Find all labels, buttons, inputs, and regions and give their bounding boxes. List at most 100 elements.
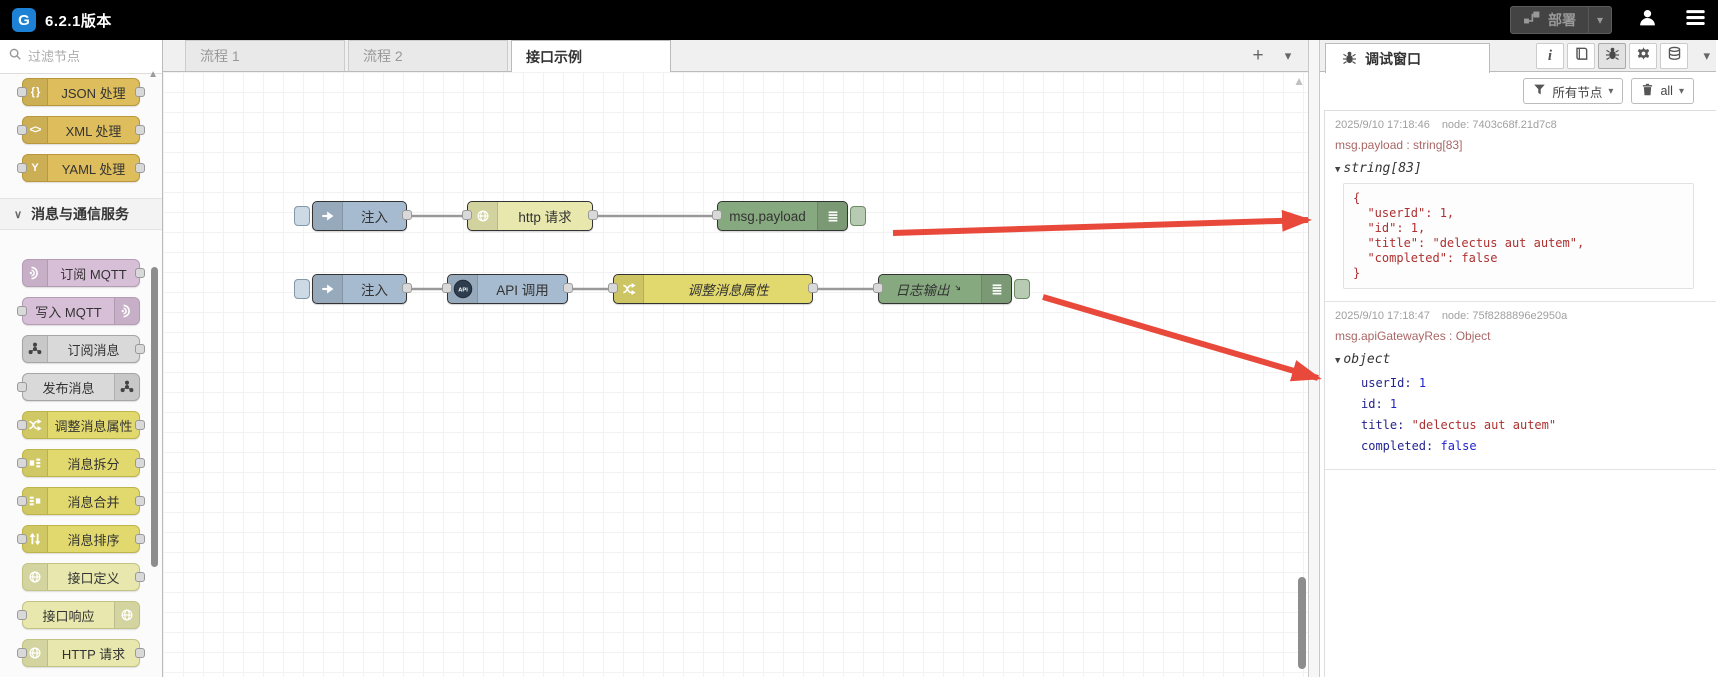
palette-scrollbar[interactable] — [151, 267, 158, 567]
palette-node-发布消息[interactable]: 发布消息 — [17, 373, 140, 401]
palette-node-接口响应[interactable]: 接口响应 — [17, 601, 140, 629]
input-port[interactable] — [17, 534, 27, 544]
output-port[interactable] — [135, 420, 145, 430]
add-flow-button[interactable]: + — [1252, 45, 1264, 66]
canvas-node-inject-2[interactable]: 注入 — [294, 274, 412, 304]
canvas-scroll-up-arrow[interactable]: ▲ — [1293, 74, 1305, 88]
debug-panel-button[interactable] — [1598, 43, 1626, 69]
inject-button[interactable] — [294, 206, 310, 226]
canvas-node-debug-payload[interactable]: msg.payload — [712, 201, 866, 231]
output-port[interactable] — [135, 125, 145, 135]
input-port[interactable] — [17, 496, 27, 506]
network-icon — [23, 336, 48, 362]
input-port[interactable] — [462, 210, 472, 220]
output-port[interactable] — [135, 534, 145, 544]
palette-node-消息拆分[interactable]: 消息拆分 — [17, 449, 145, 477]
palette-node-调整消息属性[interactable]: 调整消息属性 — [17, 411, 145, 439]
info-button[interactable]: i — [1536, 43, 1564, 69]
input-port[interactable] — [17, 458, 27, 468]
input-port[interactable] — [17, 610, 27, 620]
context-data-button[interactable] — [1660, 43, 1688, 69]
output-port[interactable] — [135, 268, 145, 278]
output-port[interactable] — [563, 283, 573, 293]
debug-property-path: msg.payload : string[83] — [1335, 138, 1463, 152]
user-menu-button[interactable] — [1634, 7, 1660, 33]
palette-node-订阅消息[interactable]: 订阅消息 — [22, 335, 145, 363]
output-port[interactable] — [135, 458, 145, 468]
input-port[interactable] — [608, 283, 618, 293]
palette-category-header[interactable]: ∨消息与通信服务 — [0, 198, 162, 230]
input-port[interactable] — [17, 163, 27, 173]
output-port[interactable] — [135, 87, 145, 97]
menu-icon — [1685, 7, 1706, 33]
input-port[interactable] — [17, 648, 27, 658]
flow-tab-1[interactable]: 流程 1 — [185, 40, 345, 71]
clear-label: all — [1660, 84, 1673, 98]
debug-toggle-button[interactable] — [850, 206, 866, 226]
tab-debug-window[interactable]: 调试窗口 — [1325, 43, 1490, 73]
output-port[interactable] — [402, 283, 412, 293]
globe-icon — [23, 564, 48, 590]
palette-node-接口定义[interactable]: 接口定义 — [22, 563, 145, 591]
palette-scroll-up-arrow[interactable]: ▲ — [148, 69, 158, 80]
palette-node-XML 处理[interactable]: <>XML 处理 — [17, 116, 145, 144]
main-menu-button[interactable] — [1682, 7, 1708, 33]
debug-expander[interactable]: ▼object — [1335, 352, 1391, 367]
flow-tab-3[interactable]: 接口示例 — [511, 40, 671, 72]
inject-button[interactable] — [294, 279, 310, 299]
palette-node-HTTP 请求[interactable]: HTTP 请求 — [17, 639, 145, 667]
deploy-options-caret[interactable]: ▾ — [1587, 7, 1611, 33]
input-port[interactable] — [17, 382, 27, 392]
canvas-node-http-request[interactable]: http 请求 — [462, 201, 598, 231]
clear-messages-button[interactable]: all ▾ — [1631, 78, 1694, 104]
canvas-node-log-output[interactable]: 日志输出 — [873, 274, 1030, 304]
input-port[interactable] — [442, 283, 452, 293]
palette-node-写入 MQTT[interactable]: 写入 MQTT — [17, 297, 140, 325]
output-port[interactable] — [402, 210, 412, 220]
debug-expander[interactable]: ▼string[83] — [1335, 161, 1422, 176]
app-version-title: 6.2.1版本 — [45, 12, 112, 30]
output-port[interactable] — [588, 210, 598, 220]
config-nodes-button[interactable] — [1629, 43, 1657, 69]
canvas-scrollbar[interactable] — [1298, 577, 1306, 669]
flow-tab-2[interactable]: 流程 2 — [348, 40, 508, 71]
search-input[interactable] — [28, 49, 138, 64]
palette-node-订阅 MQTT[interactable]: 订阅 MQTT — [22, 259, 145, 287]
debug-toggle-button[interactable] — [1014, 279, 1030, 299]
help-book-button[interactable] — [1567, 43, 1595, 69]
globe-icon — [23, 640, 48, 666]
output-port[interactable] — [808, 283, 818, 293]
palette-node-YAML 处理[interactable]: YYAML 处理 — [17, 154, 145, 182]
input-port[interactable] — [17, 125, 27, 135]
filter-nodes-button[interactable]: 所有节点 ▾ — [1523, 78, 1624, 104]
output-port[interactable] — [135, 648, 145, 658]
input-port[interactable] — [17, 420, 27, 430]
input-port[interactable] — [873, 283, 883, 293]
canvas-node-change-props[interactable]: 调整消息属性 — [608, 274, 818, 304]
debug-property-path: msg.apiGatewayRes : Object — [1335, 329, 1491, 343]
deploy-nodes-icon — [1523, 9, 1540, 31]
panel-splitter[interactable] — [1308, 40, 1320, 677]
input-port[interactable] — [17, 306, 27, 316]
flow-list-caret[interactable]: ▾ — [1284, 48, 1292, 63]
output-port[interactable] — [135, 344, 145, 354]
palette-node-JSON 处理[interactable]: { }JSON 处理 — [17, 78, 145, 106]
palette-search[interactable] — [0, 40, 162, 74]
signal-icon — [114, 298, 139, 324]
canvas-node-inject-1[interactable]: 注入 — [294, 201, 412, 231]
output-port[interactable] — [135, 572, 145, 582]
deploy-button[interactable]: 部署 ▾ — [1509, 6, 1612, 34]
sidebar-options-caret[interactable]: ▾ — [1703, 48, 1710, 63]
input-port[interactable] — [17, 87, 27, 97]
output-port[interactable] — [135, 496, 145, 506]
palette-node-消息合并[interactable]: 消息合并 — [17, 487, 145, 515]
input-port[interactable] — [712, 210, 722, 220]
output-port[interactable] — [135, 163, 145, 173]
palette-node-消息排序[interactable]: 消息排序 — [17, 525, 145, 553]
